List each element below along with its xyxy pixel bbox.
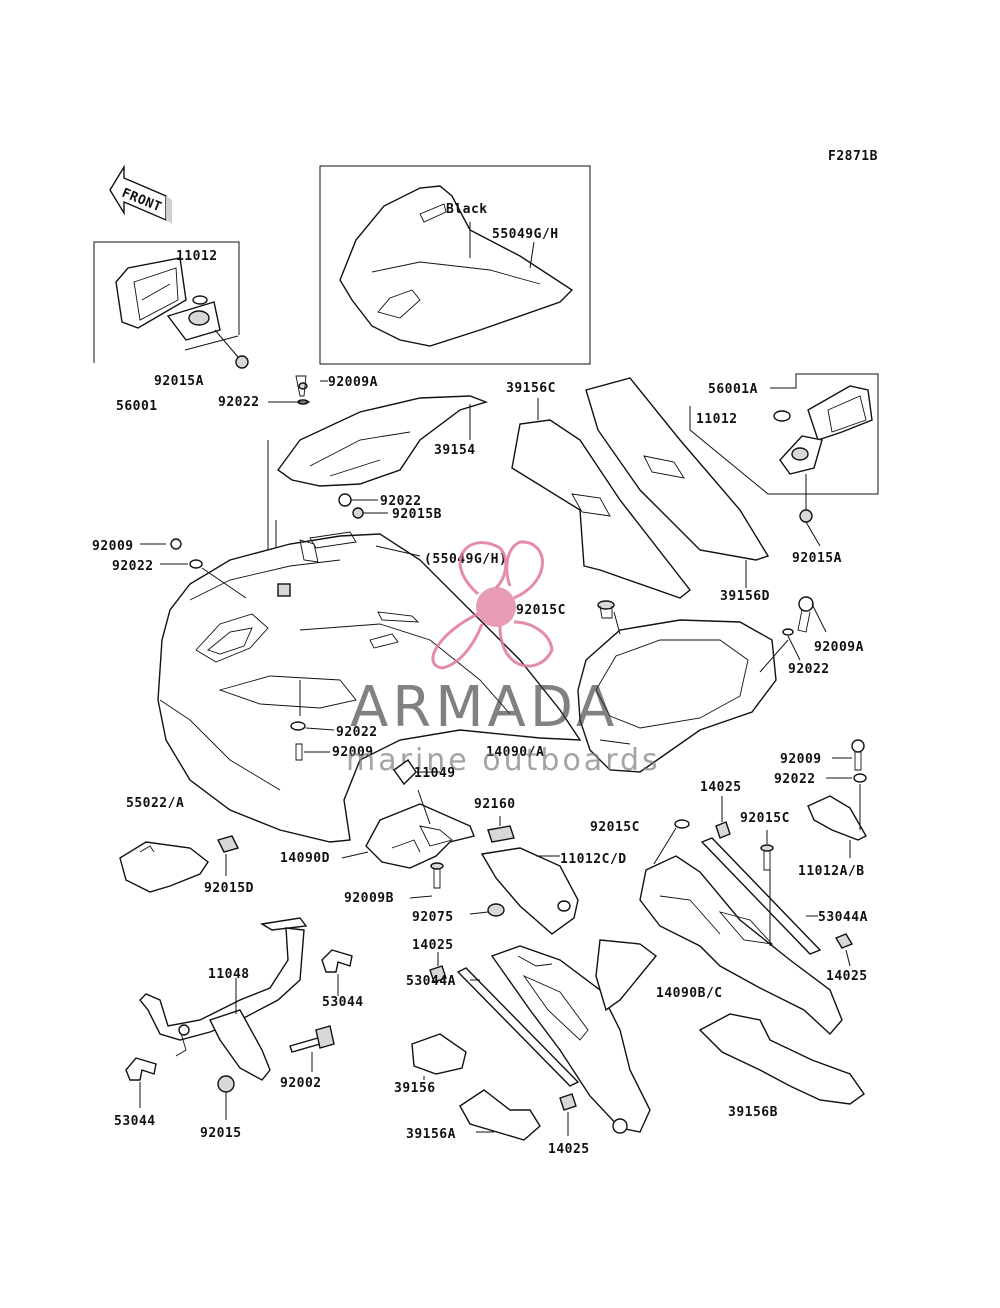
label-92015C-center: 92015C <box>516 603 566 618</box>
windshield-assembly <box>319 165 591 365</box>
label-11049: 11049 <box>414 766 456 781</box>
bracket-14090D <box>341 759 475 899</box>
front-arrow-icon: FRONT <box>109 164 172 224</box>
label-92009B: 92009B <box>344 891 394 906</box>
side-cover-11012AB <box>807 739 867 858</box>
label-53044-bottom: 53044 <box>114 1114 156 1129</box>
watermark-logo: ARMADA marine outboards <box>346 540 661 778</box>
label-92160: 92160 <box>474 797 516 812</box>
figure-code: F2871B <box>828 149 878 164</box>
label-53044-top: 53044 <box>322 995 364 1010</box>
label-11048: 11048 <box>208 967 250 982</box>
label-92015A-right: 92015A <box>792 551 842 566</box>
label-92022-mid: 92022 <box>380 494 422 509</box>
cowl-pads-upper <box>511 377 770 599</box>
label-11012-right: 11012 <box>696 412 738 427</box>
label-92015A-left: 92015A <box>154 374 204 389</box>
label-55049GH: 55049G/H <box>492 227 559 242</box>
label-55049GH-paren: (55049G/H) <box>424 552 507 567</box>
cover-92015D <box>119 835 240 893</box>
label-92022-top: 92022 <box>218 395 260 410</box>
label-14090A: 14090/A <box>486 745 544 760</box>
label-92015B: 92015B <box>392 507 442 522</box>
label-11012AB: 11012A/B <box>798 864 865 879</box>
duct-11012CD <box>469 816 579 935</box>
label-55022A: 55022/A <box>126 796 184 811</box>
inner-cowl-39154 <box>267 375 489 620</box>
bolt-92002 <box>289 1025 335 1072</box>
label-14025-bottom: 14025 <box>548 1142 590 1157</box>
color-note: Black <box>446 202 488 217</box>
label-14090BC: 14090B/C <box>656 986 723 1001</box>
label-92002: 92002 <box>280 1076 322 1091</box>
label-92015D: 92015D <box>204 881 254 896</box>
label-39154: 39154 <box>434 443 476 458</box>
label-39156B: 39156B <box>728 1105 778 1120</box>
side-cowl-14090BC <box>639 796 854 1036</box>
label-53044A-left: 53044A <box>406 974 456 989</box>
label-39156A: 39156A <box>406 1127 456 1142</box>
label-56001A: 56001A <box>708 382 758 397</box>
label-92009-lower: 92009 <box>332 745 374 760</box>
label-14025-right: 14025 <box>826 969 868 984</box>
label-92022-right: 92022 <box>788 662 830 677</box>
label-14025-top: 14025 <box>700 780 742 795</box>
label-14025-left: 14025 <box>412 938 454 953</box>
upper-cowl-55022 <box>140 531 582 843</box>
label-92022-r2: 92022 <box>774 772 816 787</box>
label-92022-lower: 92022 <box>336 725 378 740</box>
clip-53044-bottom <box>125 1057 157 1108</box>
label-92009-left: 92009 <box>92 539 134 554</box>
label-92009A-top: 92009A <box>328 375 378 390</box>
label-92009A-right: 92009A <box>814 640 864 655</box>
watermark-subtitle: marine outboards <box>346 743 661 778</box>
label-11012-left: 11012 <box>176 249 218 264</box>
label-14090D: 14090D <box>280 851 330 866</box>
inner-cowl-14090 <box>577 596 827 773</box>
cowl-pads-lower <box>411 1013 865 1141</box>
label-39156D: 39156D <box>720 589 770 604</box>
label-92022-left: 92022 <box>112 559 154 574</box>
label-56001: 56001 <box>116 399 158 414</box>
label-92015: 92015 <box>200 1126 242 1141</box>
label-11012CD: 11012C/D <box>560 852 627 867</box>
label-92015C-mid: 92015C <box>590 820 640 835</box>
clip-53044-top <box>321 949 353 996</box>
label-92009-r2: 92009 <box>780 752 822 767</box>
label-39156C: 39156C <box>506 381 556 396</box>
mirror-assembly-left <box>93 241 249 369</box>
mirror-assembly-right <box>689 373 879 547</box>
label-39156: 39156 <box>394 1081 436 1096</box>
label-92075: 92075 <box>412 910 454 925</box>
label-53044A-right: 53044A <box>818 910 868 925</box>
frame-11048 <box>139 917 308 1120</box>
label-92015C-right: 92015C <box>740 811 790 826</box>
watermark-title: ARMADA <box>350 675 618 740</box>
lower-cowl-left <box>429 939 658 1134</box>
